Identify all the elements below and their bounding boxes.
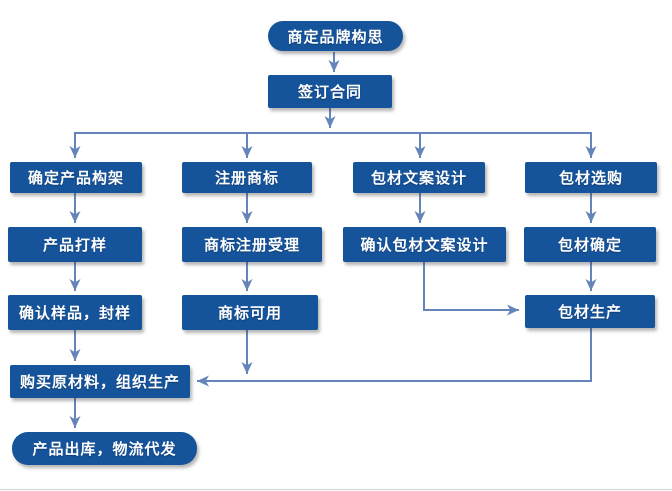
flow-node-packaging-copy-design: 包材文案设计 (353, 162, 485, 193)
flow-node-product-sampling: 产品打样 (8, 227, 142, 262)
flow-node-packaging-confirmed: 包材确定 (524, 227, 656, 262)
flow-edge-production-to-materials (197, 328, 592, 387)
flow-edge-confirm-copy-to-production (423, 262, 519, 316)
flow-node-trademark-usable: 商标可用 (182, 295, 318, 330)
flow-node-product-outbound-logistics: 产品出库，物流代发 (12, 432, 197, 465)
page-bottom-divider (0, 489, 672, 490)
flow-node-confirm-packaging-copy: 确认包材文案设计 (343, 227, 506, 262)
flow-node-packaging-production: 包材生产 (525, 295, 655, 328)
flow-node-trademark-acceptance: 商标注册受理 (182, 227, 322, 262)
flow-node-define-product-framework: 确定产品构架 (10, 162, 142, 193)
flow-node-packaging-purchase: 包材选购 (525, 162, 657, 193)
flow-node-sign-contract: 签订合同 (268, 75, 392, 108)
flow-node-purchase-materials-production: 购买原材料，组织生产 (10, 365, 190, 398)
flow-node-brand-idea: 商定品牌构思 (268, 21, 403, 51)
flow-node-confirm-sample-seal: 确认样品，封样 (8, 295, 142, 330)
flow-node-register-trademark: 注册商标 (182, 162, 312, 193)
